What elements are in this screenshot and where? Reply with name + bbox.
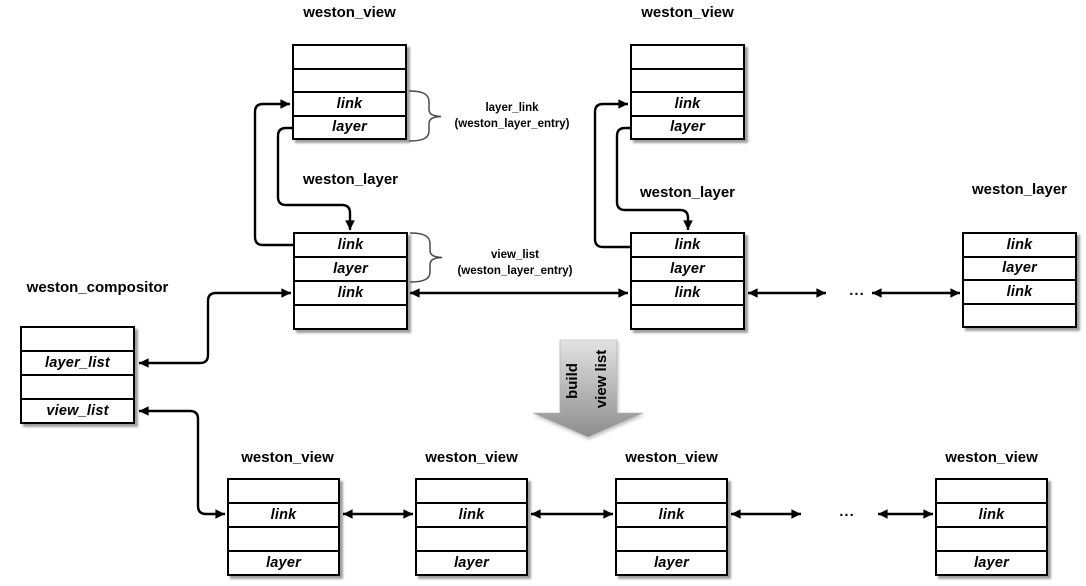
struct-row-layer: layer (417, 550, 526, 574)
struct-row-layer: layer (294, 114, 405, 139)
struct-title-weston-view-top-2: weston_view (641, 4, 734, 21)
struct-title-weston-view-bottom-4: weston_view (945, 449, 1038, 466)
struct-row-empty (417, 526, 526, 550)
struct-row-link: link (229, 502, 338, 526)
struct-row-empty (295, 304, 406, 328)
struct-title-weston-compositor: weston_compositor (26, 279, 169, 296)
struct-row-empty (632, 46, 743, 68)
ellipsis-top: ... (849, 282, 865, 299)
struct-row-empty (617, 480, 726, 502)
struct-row-link: link (294, 91, 405, 115)
struct-row-empty (22, 328, 133, 350)
view-list-annotation: view_list (weston_layer_entry) (434, 247, 596, 279)
annotation-line1: view_list (491, 249, 539, 261)
struct-row-layer_list: layer_list (22, 350, 133, 374)
struct-row-link: link (417, 502, 526, 526)
struct-row-layer: layer (617, 550, 726, 574)
struct-row-link: link (632, 91, 743, 115)
struct-row-empty (632, 304, 743, 328)
struct-row-empty (632, 67, 743, 92)
struct-row-empty (229, 526, 338, 550)
struct-title-weston-layer-2: weston_layer (639, 184, 736, 201)
layer-link-annotation: layer_link (weston_layer_entry) (431, 100, 593, 132)
struct-row-link: link (964, 279, 1075, 303)
struct-row-layer: layer (964, 255, 1075, 280)
struct-title-weston-view-bottom-2: weston_view (425, 449, 518, 466)
struct-row-link: link (632, 280, 743, 304)
struct-row-empty (294, 67, 405, 92)
struct-row-empty (229, 480, 338, 502)
annotation-line2: (weston_layer_entry) (454, 118, 570, 130)
big-arrow-label-line1: build (564, 363, 581, 399)
struct-row-empty (294, 46, 405, 68)
struct-row-link: link (1006, 236, 1033, 253)
struct-row-empty (937, 480, 1046, 502)
struct-title-weston-layer-3: weston_layer (971, 181, 1068, 198)
struct-row-empty (22, 374, 133, 398)
struct-row-link: link (295, 280, 406, 304)
struct-row-layer: layer (632, 256, 743, 280)
struct-row-layer: layer (295, 256, 406, 280)
connector-layer1-link-to-view1-link (253, 99, 293, 247)
struct-row-view_list: view_list (22, 398, 133, 422)
struct-box-weston-view-bottom-3: link layer (615, 478, 728, 576)
connector-view2-layer-to-layer2 (615, 126, 693, 230)
struct-box-weston-compositor: layer_list view_list (20, 326, 135, 424)
struct-title-weston-view-bottom-3: weston_view (625, 449, 718, 466)
struct-row-empty (417, 480, 526, 502)
struct-row-layer: layer (937, 550, 1046, 574)
struct-row-link: link (617, 502, 726, 526)
build-view-list-arrow (532, 339, 644, 438)
ellipsis-bottom: ... (839, 503, 855, 520)
struct-row-layer: layer (229, 550, 338, 574)
struct-row-empty (617, 526, 726, 550)
struct-box-weston-view-bottom-1: link layer (227, 478, 340, 576)
connector-compositor-view-list-to-bview1 (139, 406, 225, 519)
connector-compositor-layer-list-to-layer1 (139, 288, 291, 368)
struct-title-weston-view-top-1: weston_view (303, 4, 396, 21)
struct-row-empty (964, 302, 1075, 327)
connector-layer2-link-to-view2-link (593, 99, 630, 249)
annotation-line2: (weston_layer_entry) (457, 265, 573, 277)
annotation-line1: layer_link (485, 102, 539, 114)
struct-row-link: link (937, 502, 1046, 526)
struct-row-link: link (337, 237, 364, 253)
struct-row-layer: layer (632, 114, 743, 139)
struct-title-weston-view-bottom-1: weston_view (241, 449, 334, 466)
struct-row-link: link (674, 237, 701, 253)
struct-title-weston-layer-1: weston_layer (302, 171, 399, 188)
struct-box-weston-view-bottom-2: link layer (415, 478, 528, 576)
big-arrow-label-line2: view list (593, 350, 610, 408)
struct-box-weston-view-bottom-4: link layer (935, 478, 1048, 576)
struct-row-empty (937, 526, 1046, 550)
